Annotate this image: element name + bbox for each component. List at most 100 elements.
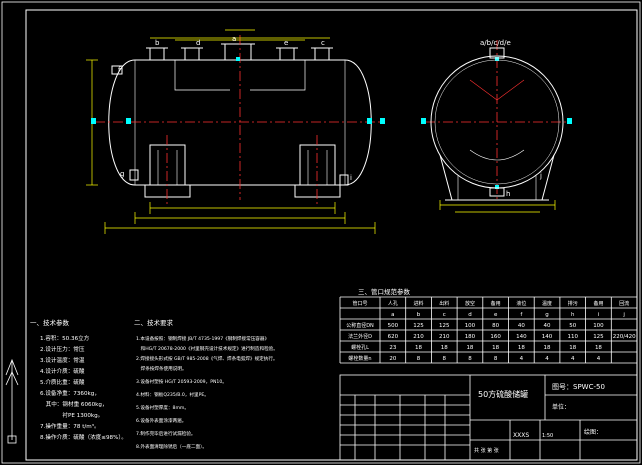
table-header-cell: 备用	[593, 300, 603, 307]
technical-parameters: 一、技术参数 1.容积：50.36立方 2.设计压力：常压 3.设计温度：常温 …	[30, 318, 127, 441]
table-cell: 8	[417, 356, 421, 362]
right-notes-title: 二、技术要求	[134, 318, 174, 327]
drawing-number: 图号：SPWC-50	[552, 383, 605, 391]
table-cell: 180	[465, 334, 476, 340]
table-cell: 8	[468, 356, 472, 362]
table-cell: 100	[593, 323, 604, 329]
table-header-cell: 人孔	[388, 300, 398, 307]
svg-text:6.设备净重：7360kg，: 6.设备净重：7360kg，	[40, 389, 100, 397]
left-notes-title: 一、技术参数	[30, 318, 70, 327]
svg-text:7.制作完毕后进行试漏检验。: 7.制作完毕后进行试漏检验。	[136, 430, 196, 437]
svg-text:3.设备衬塑按 HG/T 20593-2009，PN10。: 3.设备衬塑按 HG/T 20593-2009，PN10。	[136, 378, 227, 385]
svg-text:焊条按焊条使用说明。: 焊条按焊条使用说明。	[136, 365, 187, 372]
table-header-cell: 出料	[439, 300, 449, 307]
table-cell: 210	[413, 334, 424, 340]
nozzle-f	[111, 65, 123, 75]
svg-text:2.设计压力：常压: 2.设计压力：常压	[40, 345, 85, 353]
table-cell: 18	[569, 345, 576, 351]
dimension-lines	[86, 29, 556, 234]
table-cell: 125	[413, 323, 424, 329]
inner-frame	[25, 9, 638, 461]
label-nozzle-g: g	[120, 170, 124, 178]
svg-text:5.设备衬塑厚度：8mm。: 5.设备衬塑厚度：8mm。	[136, 404, 189, 411]
nozzle-labels: b d a e c f g i a/b/c/d/e h j	[118, 35, 542, 198]
centerlines	[95, 35, 570, 205]
table-cell: 40	[544, 323, 551, 329]
table-cell: 210	[439, 334, 450, 340]
ratio-text: 1:50	[542, 433, 553, 439]
label-end-bottom: h	[506, 190, 510, 198]
svg-text:3.设计温度：常温: 3.设计温度：常温	[40, 356, 85, 364]
table-code-cell: f	[520, 312, 523, 318]
scale-text: XXXS	[513, 432, 529, 439]
saddle-left	[144, 144, 191, 198]
table-cell: 18	[466, 345, 473, 351]
saddle-right	[294, 144, 341, 198]
table-header-cell: 管口号	[352, 300, 367, 307]
nozzle-g	[129, 169, 139, 181]
table-cell: 4	[597, 356, 601, 362]
table-code-cell: d	[468, 312, 472, 318]
label-nozzle-d: d	[196, 39, 200, 47]
nozzle-e	[279, 47, 295, 61]
technical-requirements: 二、技术要求 1.本设备按照：钢制焊接 JB/T 4735-1997《钢制焊接常…	[134, 318, 278, 450]
table-header-cell: 进料	[414, 300, 424, 307]
table-cell: 160	[490, 334, 501, 340]
table-cell: 140	[542, 334, 553, 340]
table-code-cell: c	[443, 312, 446, 318]
svg-text:1.容积：50.36立方: 1.容积：50.36立方	[40, 334, 90, 342]
table-code-cell: h	[571, 312, 575, 318]
table-row-label: 公称直径DN	[346, 322, 374, 329]
table-header-cell: 放空	[465, 300, 475, 307]
label-end-top: a/b/c/d/e	[480, 39, 511, 47]
end-view	[430, 47, 564, 201]
svg-text:8.操作介质：硫酸（浓度≤98%）。: 8.操作介质：硫酸（浓度≤98%）。	[40, 433, 127, 441]
nozzle-i	[339, 174, 349, 186]
table-cell: 500	[388, 323, 399, 329]
nozzle-d	[184, 47, 200, 61]
grip-markers	[91, 57, 572, 189]
table-header-cell: 排污	[568, 300, 578, 307]
label-end-side: j	[539, 172, 542, 180]
table-cell: 8	[443, 356, 447, 362]
table-cell: 40	[518, 323, 525, 329]
table-header-cell: 备用	[491, 300, 501, 307]
svg-text:衬PE 1300kg。: 衬PE 1300kg。	[40, 411, 103, 419]
svg-text:7.操作重量：78 t/m³。: 7.操作重量：78 t/m³。	[40, 422, 100, 430]
table-code-cell: e	[494, 312, 498, 318]
label-nozzle-f: f	[118, 66, 121, 74]
label-nozzle-e: e	[284, 39, 288, 47]
table-cell: 18	[595, 345, 602, 351]
table-code-cell: b	[417, 312, 421, 318]
table-cell: 18	[544, 345, 551, 351]
table-cell: 23	[389, 345, 396, 351]
svg-text:其中：钢材重 6060kg，: 其中：钢材重 6060kg，	[40, 400, 108, 408]
table-cell: 8	[494, 356, 498, 362]
table-cell: 125	[593, 334, 604, 340]
table-cell: 18	[441, 345, 448, 351]
nozzle-c	[314, 47, 330, 61]
title-block	[339, 374, 638, 461]
drawer-label: 绘图：	[584, 428, 602, 436]
label-nozzle-i: i	[350, 174, 352, 182]
table-row-label: 螺栓数量n	[348, 355, 371, 362]
table-cell: 4	[571, 356, 575, 362]
svg-text:6.设备外表面涂漆两遍。: 6.设备外表面涂漆两遍。	[136, 417, 186, 424]
inner-pipe-right	[250, 60, 306, 91]
table-cell: 18	[518, 345, 525, 351]
nozzle-b	[149, 47, 165, 61]
table-code-cell: g	[545, 312, 549, 318]
table-header-cell: 温度	[542, 300, 552, 307]
label-nozzle-b: b	[155, 39, 160, 47]
table-cell: 100	[465, 323, 476, 329]
title-block-text: 50方硫酸储罐 图号：SPWC-50 单位： 绘图： XXXS 1:50 共 张…	[474, 383, 605, 454]
table-cell: 80	[492, 323, 499, 329]
svg-text:8.外表面清理除锈后（一底二面）。: 8.外表面清理除锈后（一底二面）。	[136, 443, 207, 450]
svg-text:5.介质比重：硫酸: 5.介质比重：硫酸	[40, 378, 85, 386]
table-header-cell: 回流	[619, 300, 629, 307]
table-header-cell: 液位	[516, 300, 526, 307]
table-cell: 50	[569, 323, 576, 329]
svg-text:和HG/T 20678-2000《衬里钢壳设计技术规定》进行: 和HG/T 20678-2000《衬里钢壳设计技术规定》进行制造和检验。	[136, 345, 278, 352]
